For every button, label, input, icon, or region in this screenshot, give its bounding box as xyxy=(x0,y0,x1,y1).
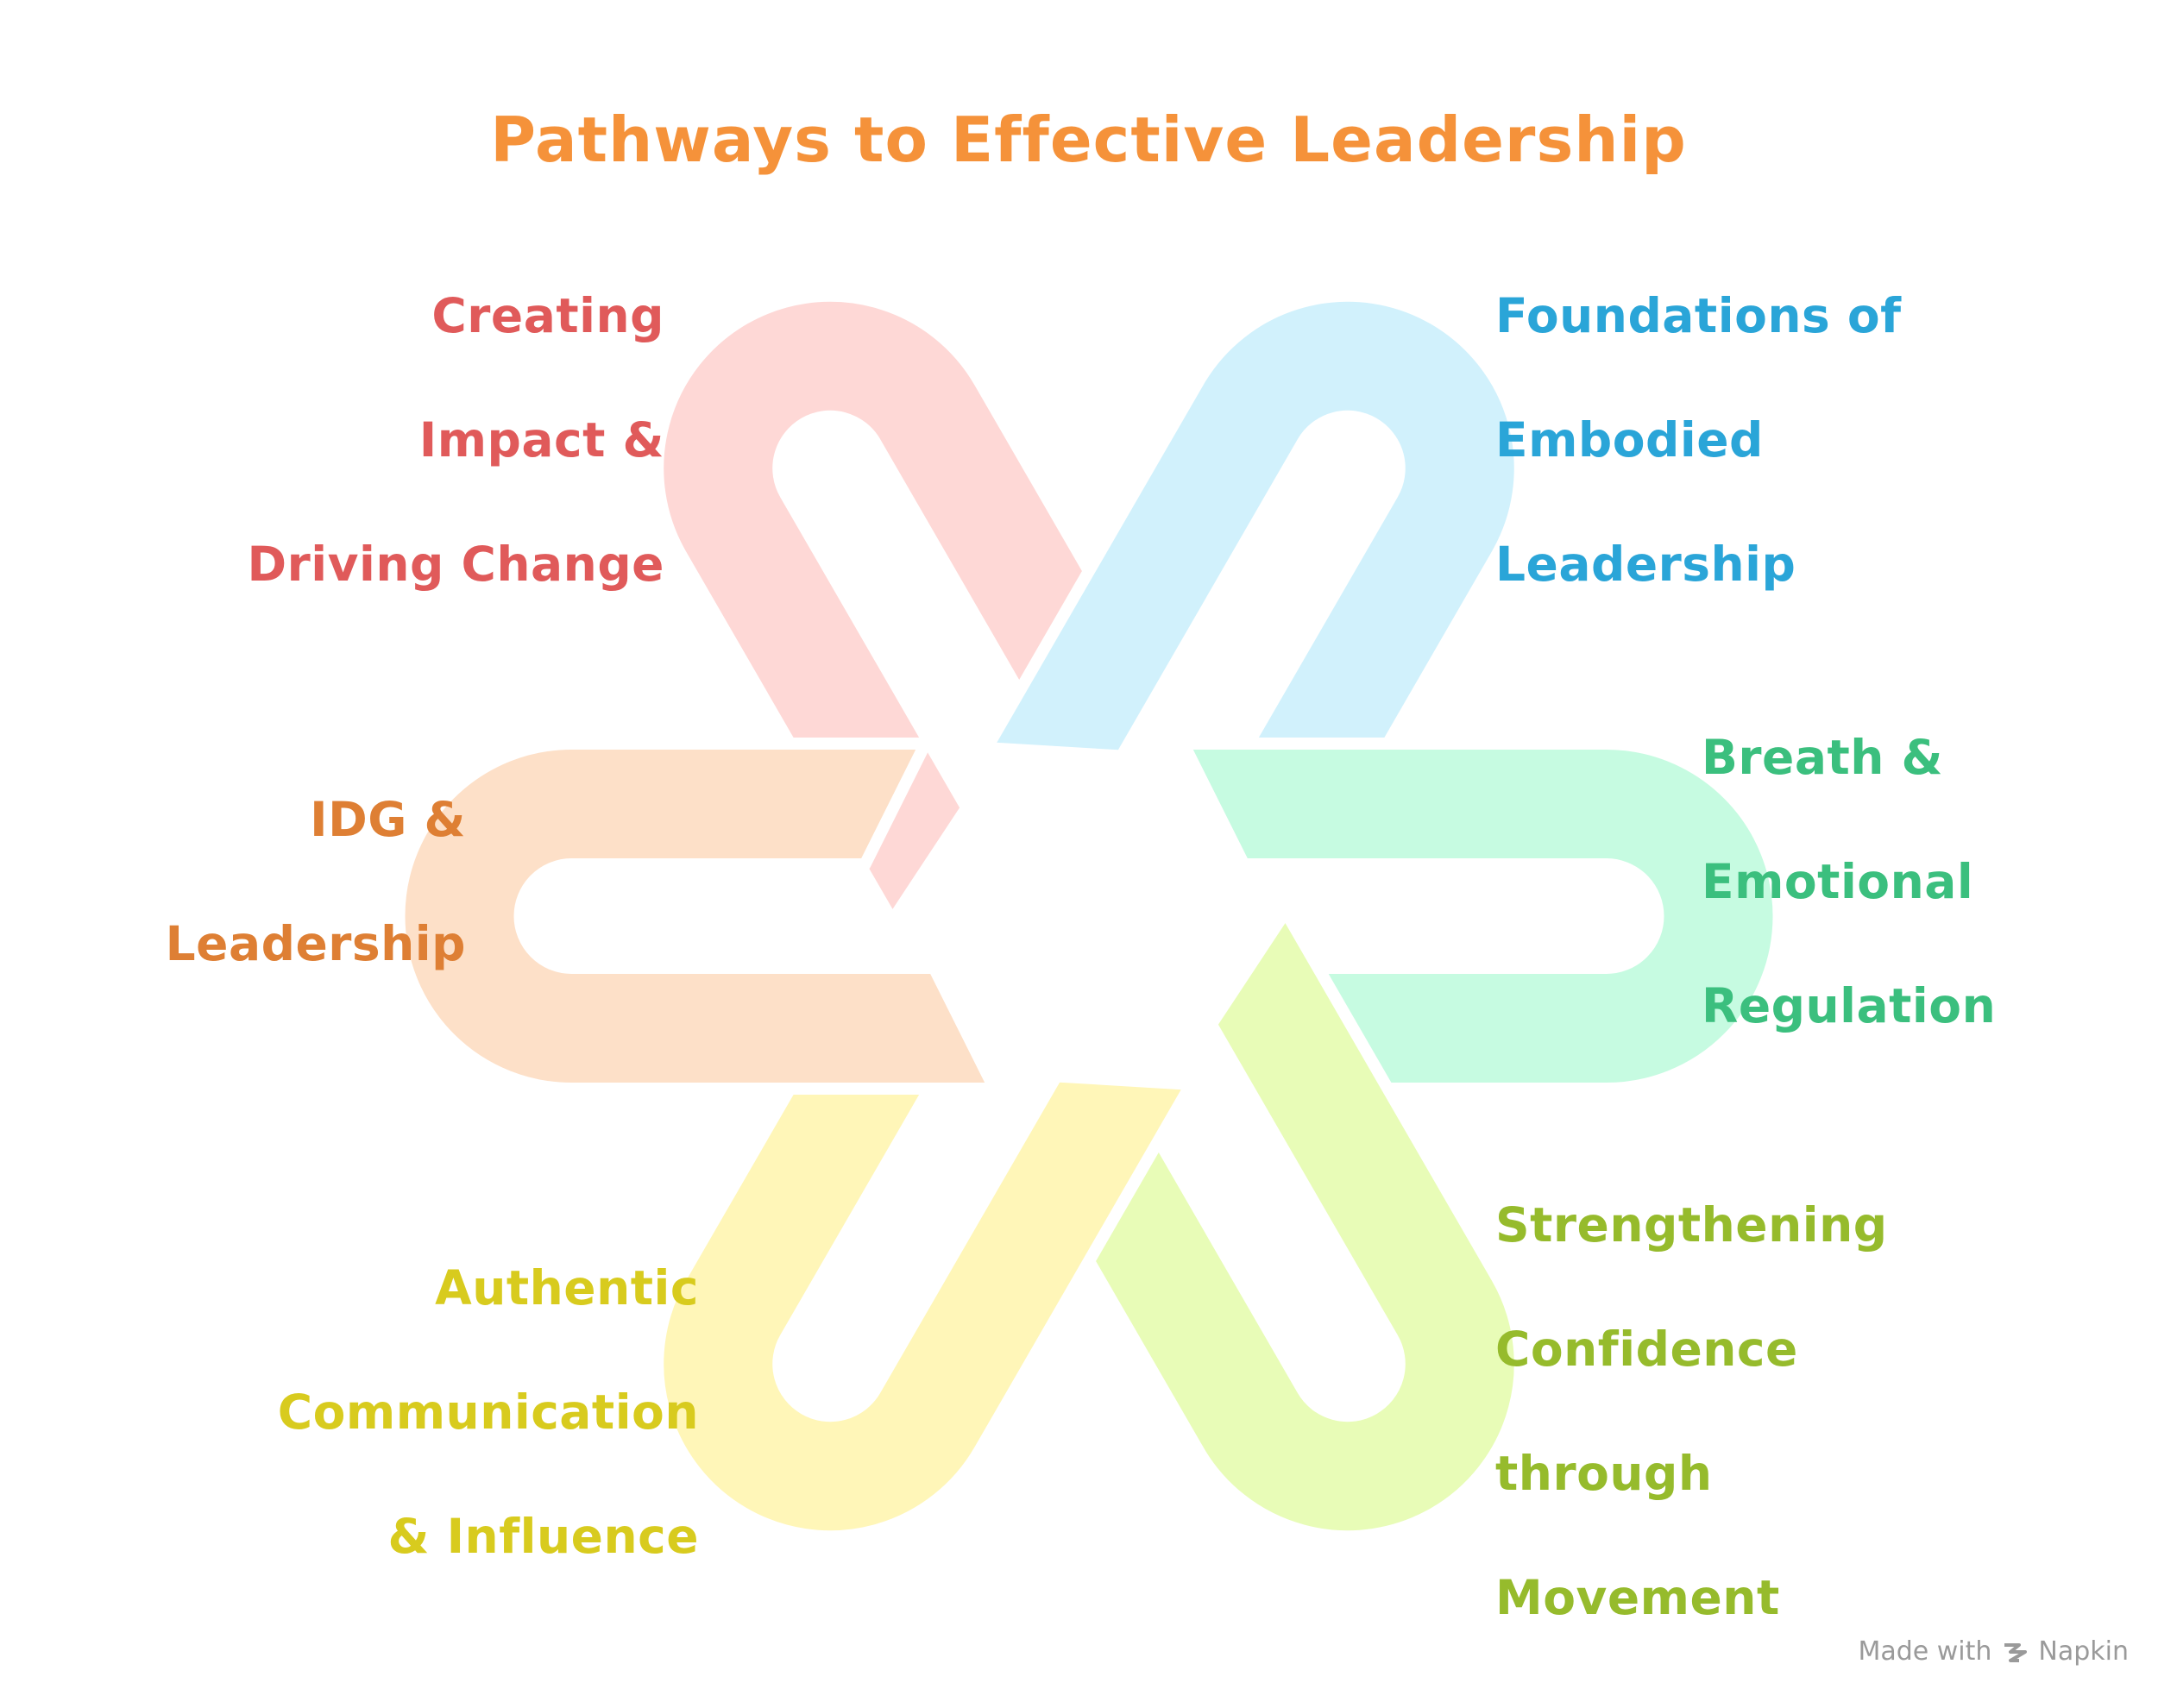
made-with-napkin-footer[interactable]: Made with Napkin xyxy=(1858,1636,2129,1667)
napkin-brand-text: Napkin xyxy=(2038,1636,2129,1667)
label-line: Regulation xyxy=(1702,978,1997,1033)
label-line: Communication xyxy=(277,1385,699,1440)
label-creating-impact: Creating Impact & Driving Change xyxy=(173,223,664,657)
label-strengthening-confidence: Strengthening Confidence through Movemen… xyxy=(1495,1132,1979,1691)
label-line: Leadership xyxy=(1495,537,1796,592)
label-authentic-communication: Authentic Communication & Influence xyxy=(173,1195,699,1630)
napkin-logo-icon xyxy=(2004,1642,2028,1662)
label-line: Movement xyxy=(1495,1570,1780,1625)
loop-authentic-communication xyxy=(651,965,1198,1543)
label-line: Foundations of xyxy=(1495,288,1902,343)
loop-creating-impact xyxy=(651,289,1163,927)
label-line: IDG & xyxy=(310,792,466,847)
label-line: Leadership xyxy=(165,916,466,971)
label-line: Embodied xyxy=(1495,412,1764,468)
made-with-text: Made with xyxy=(1858,1636,1992,1667)
label-idg-leadership: IDG & Leadership xyxy=(129,726,466,1037)
loops-group xyxy=(393,289,1785,1543)
loop-idg-leadership xyxy=(393,738,1001,1095)
diagram-title: Pathways to Effective Leadership xyxy=(490,104,1687,176)
label-line: Confidence xyxy=(1495,1322,1798,1377)
loop-embodied-leadership xyxy=(980,289,1526,867)
label-line: Emotional xyxy=(1702,854,1974,909)
label-breath-regulation: Breath & Emotional Regulation xyxy=(1702,664,2064,1099)
label-line: Breath & xyxy=(1702,730,1944,785)
label-embodied-leadership: Foundations of Embodied Leadership xyxy=(1495,223,2030,657)
loop-strengthening-confidence xyxy=(1015,905,1526,1543)
label-line: & Influence xyxy=(387,1509,699,1564)
label-line: Authentic xyxy=(435,1260,699,1316)
label-line: Impact & xyxy=(418,412,664,468)
label-line: Strengthening xyxy=(1495,1197,1888,1253)
label-line: Creating xyxy=(431,288,664,343)
label-line: Driving Change xyxy=(247,537,664,592)
label-line: through xyxy=(1495,1446,1713,1501)
